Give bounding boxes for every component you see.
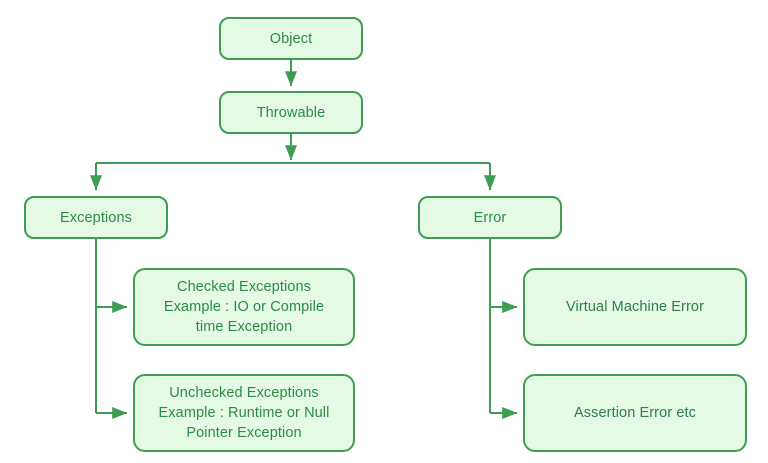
node-throwable-label: Throwable [256, 104, 326, 121]
node-error[interactable]: Error [418, 196, 562, 239]
node-unchecked-exceptions[interactable]: Unchecked Exceptions Example : Runtime o… [133, 374, 355, 452]
node-exceptions[interactable]: Exceptions [24, 196, 168, 239]
node-assertion-error[interactable]: Assertion Error etc [523, 374, 747, 452]
node-checked-exceptions[interactable]: Checked Exceptions Example : IO or Compi… [133, 268, 355, 346]
node-unchecked-exceptions-label: Unchecked Exceptions Example : Runtime o… [158, 385, 330, 441]
node-error-label: Error [473, 209, 507, 226]
node-virtual-machine-error-label: Virtual Machine Error [565, 299, 705, 315]
node-checked-exceptions-label: Checked Exceptions Example : IO or Compi… [163, 279, 325, 335]
node-virtual-machine-error[interactable]: Virtual Machine Error [523, 268, 747, 346]
node-object-label: Object [269, 30, 313, 47]
node-throwable[interactable]: Throwable [219, 91, 363, 134]
node-assertion-error-label: Assertion Error etc [574, 405, 696, 421]
node-exceptions-label: Exceptions [60, 209, 132, 226]
node-object[interactable]: Object [219, 17, 363, 60]
